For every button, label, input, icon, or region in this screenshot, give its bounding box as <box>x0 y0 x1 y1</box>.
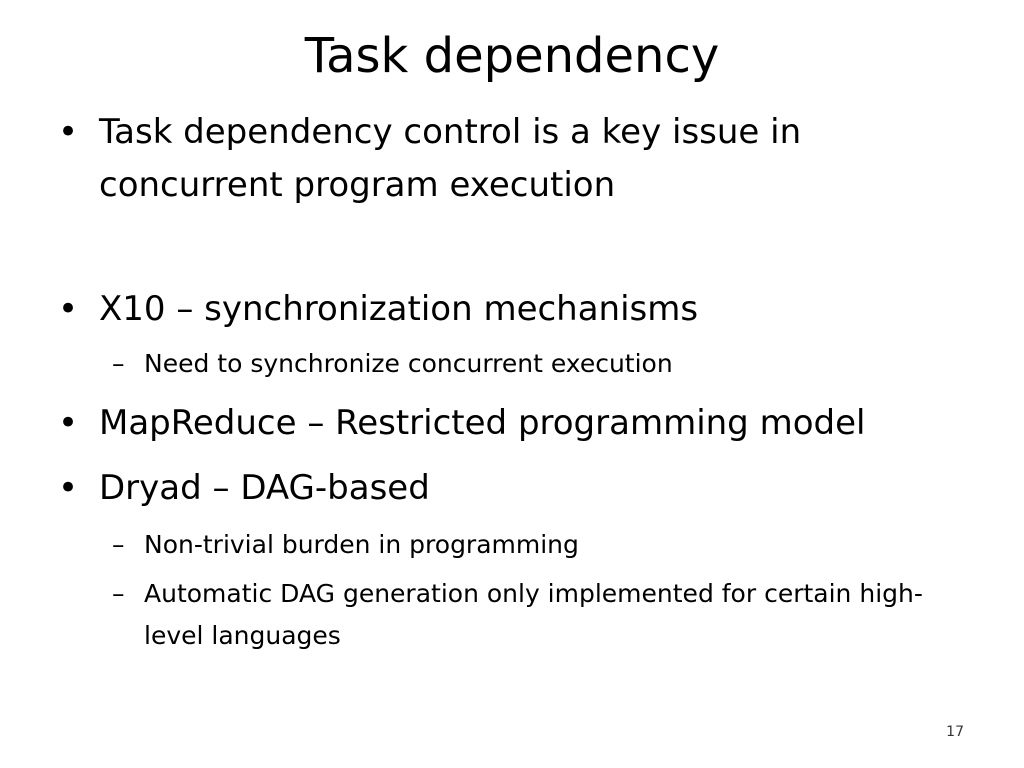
sub-bullet-item: – Non-trivial burden in programming <box>112 524 962 566</box>
sub-bullet-text: Non-trivial burden in programming <box>144 530 579 559</box>
bullet-item: • Dryad – DAG-based <box>58 462 958 515</box>
bullet-item: • Task dependency control is a key issue… <box>58 106 958 212</box>
sub-bullet-text: Need to synchronize concurrent execution <box>144 349 673 378</box>
bullet-icon: • <box>58 112 79 152</box>
slide-title: Task dependency <box>304 28 720 84</box>
sub-bullet-item: – Automatic DAG generation only implemen… <box>112 573 962 657</box>
dash-icon: – <box>112 579 125 608</box>
bullet-item: • MapReduce – Restricted programming mod… <box>58 397 958 450</box>
page-number: 17 <box>946 724 964 740</box>
dash-icon: – <box>112 530 125 559</box>
bullet-icon: • <box>58 468 79 508</box>
sub-bullet-item: – Need to synchronize concurrent executi… <box>112 343 962 385</box>
bullet-text: Dryad – DAG-based <box>99 468 430 508</box>
bullet-icon: • <box>58 403 79 443</box>
sub-bullet-text: Automatic DAG generation only implemente… <box>144 579 923 650</box>
dash-icon: – <box>112 349 125 378</box>
bullet-icon: • <box>58 289 79 329</box>
bullet-text: Task dependency control is a key issue i… <box>99 112 802 205</box>
bullet-item: • X10 – synchronization mechanisms <box>58 283 958 336</box>
bullet-text: MapReduce – Restricted programming model <box>99 403 866 443</box>
bullet-text: X10 – synchronization mechanisms <box>99 289 699 329</box>
